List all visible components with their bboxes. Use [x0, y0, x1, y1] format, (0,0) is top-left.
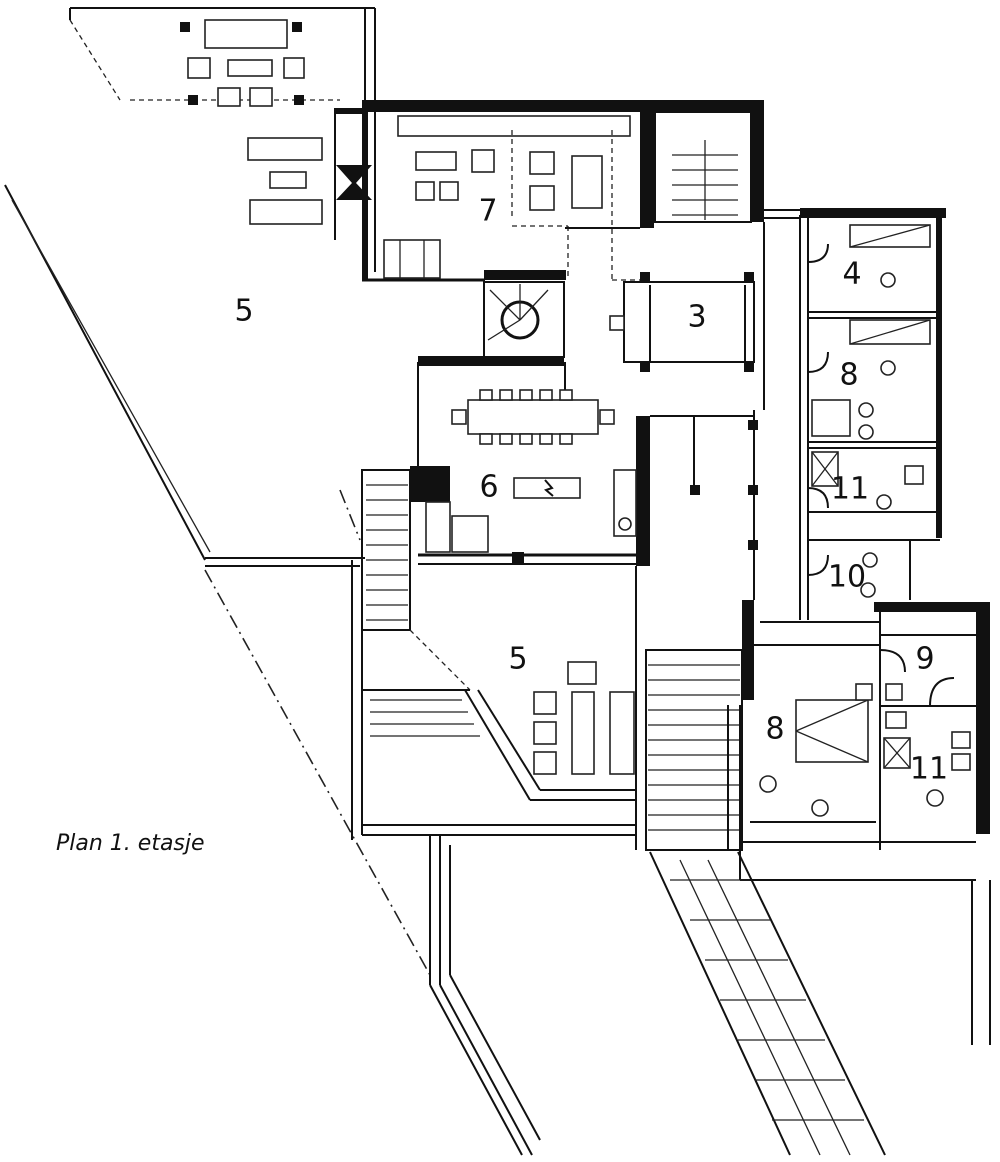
living-room-walls — [334, 100, 764, 282]
lower-right-block — [727, 602, 991, 1045]
room-label-6: 6 — [479, 470, 498, 505]
room-label-4: 4 — [842, 257, 861, 292]
plan-caption: Plan 1. etasje — [56, 831, 205, 856]
hall-and-spiral-stair — [483, 209, 800, 600]
room-label-3: 3 — [687, 300, 706, 335]
room-label-8-upper: 8 — [839, 358, 858, 393]
stair-upper — [654, 111, 752, 223]
paths — [429, 835, 886, 1156]
kitchen-dining-walls — [410, 356, 758, 566]
room-label-8-lower: 8 — [765, 712, 784, 747]
room-label-11-lower: 11 — [910, 752, 948, 787]
room-label-7: 7 — [478, 194, 497, 229]
lower-terrace — [361, 566, 637, 850]
site-lines — [4, 7, 431, 976]
left-staircase — [351, 469, 411, 840]
room-label-11-upper: 11 — [831, 472, 869, 507]
terrace-furniture — [180, 19, 323, 225]
room-label-10: 10 — [828, 560, 866, 595]
room-label-5-upper: 5 — [234, 294, 253, 329]
entrance-stair — [645, 600, 754, 851]
room-label-9: 9 — [915, 642, 934, 677]
room-label-5-lower: 5 — [508, 642, 527, 677]
right-wing-walls — [799, 208, 946, 620]
